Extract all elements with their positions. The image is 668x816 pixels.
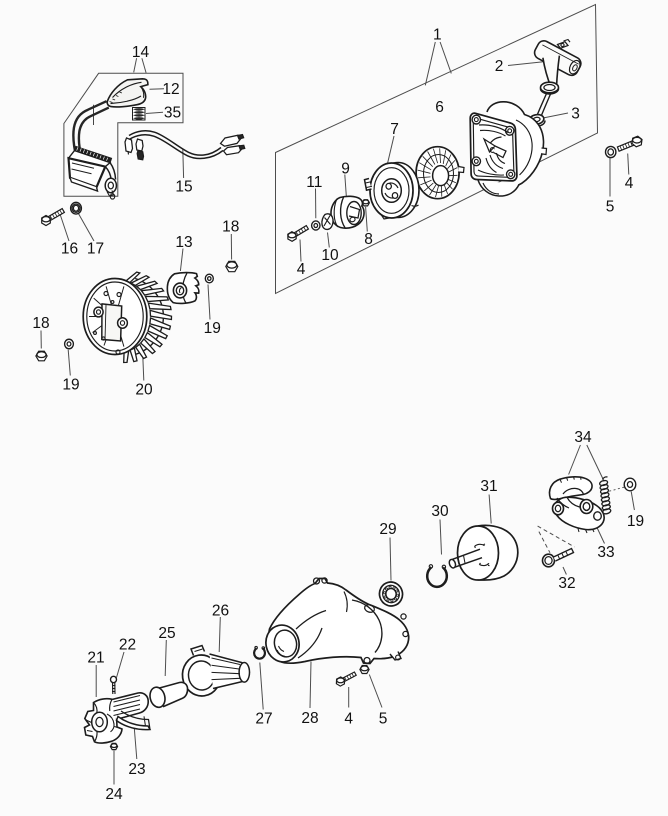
svg-text:21: 21	[87, 650, 104, 667]
svg-text:2: 2	[495, 58, 504, 75]
svg-text:4: 4	[625, 175, 634, 192]
svg-text:27: 27	[255, 711, 272, 728]
svg-text:6: 6	[435, 99, 444, 116]
svg-text:24: 24	[105, 786, 123, 803]
svg-text:33: 33	[597, 544, 614, 561]
svg-text:7: 7	[390, 121, 399, 138]
svg-text:15: 15	[175, 179, 192, 196]
svg-text:13: 13	[175, 234, 192, 251]
svg-text:25: 25	[158, 625, 175, 642]
svg-text:1: 1	[433, 27, 442, 44]
svg-text:18: 18	[32, 315, 49, 332]
svg-text:31: 31	[480, 478, 497, 495]
svg-text:29: 29	[379, 521, 396, 538]
svg-text:3: 3	[571, 106, 580, 123]
svg-text:34: 34	[574, 429, 592, 446]
svg-text:14: 14	[132, 44, 150, 61]
svg-text:4: 4	[297, 261, 306, 278]
svg-text:26: 26	[212, 603, 229, 620]
svg-text:12: 12	[162, 81, 179, 98]
svg-text:19: 19	[62, 377, 79, 394]
svg-text:20: 20	[135, 382, 153, 399]
svg-text:23: 23	[128, 761, 145, 778]
svg-text:5: 5	[606, 199, 615, 216]
svg-text:18: 18	[222, 219, 239, 236]
svg-text:32: 32	[558, 575, 575, 592]
svg-text:30: 30	[431, 503, 449, 520]
svg-text:9: 9	[341, 161, 350, 178]
svg-text:19: 19	[627, 513, 644, 530]
svg-text:28: 28	[301, 710, 318, 727]
svg-text:11: 11	[306, 174, 322, 191]
svg-text:4: 4	[344, 711, 353, 728]
svg-text:10: 10	[321, 247, 339, 264]
svg-text:17: 17	[87, 241, 104, 258]
svg-text:22: 22	[119, 637, 136, 654]
svg-text:5: 5	[379, 711, 388, 728]
svg-text:35: 35	[164, 105, 181, 122]
svg-text:16: 16	[61, 241, 78, 258]
svg-text:8: 8	[364, 231, 373, 248]
svg-text:19: 19	[204, 320, 221, 337]
